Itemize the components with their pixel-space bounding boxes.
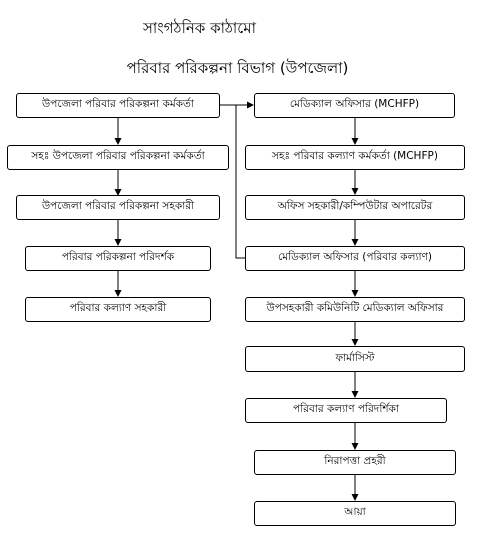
chart-title: সাংগঠনিক কাঠামো (143, 19, 256, 37)
box-medical-officer-mchfp: মেডিক্যাল অফিসার (MCHFP) (254, 93, 455, 118)
chart-subtitle: পরিবার পরিকল্পনা বিভাগ (উপজেলা) (126, 59, 349, 77)
box-asst-fw-officer-mchfp: সহঃ পরিবার কল্যাণ কর্মকর্তা (MCHFP) (245, 145, 465, 170)
box-medical-officer-fw: মেডিক্যাল অফিসার (পরিবার কল্যাণ) (245, 246, 465, 271)
box-fp-inspector: পরিবার পরিকল্পনা পরিদর্শক (25, 246, 211, 271)
box-office-assistant-computer-operator: অফিস সহকারী/কম্পিউটার অপারেটর (245, 195, 465, 220)
box-pharmacist: ফার্মাসিস্ট (245, 346, 465, 372)
box-upazila-fp-assistant: উপজেলা পরিবার পরিকল্পনা সহকারী (16, 195, 220, 220)
box-fw-assistant: পরিবার কল্যাণ সহকারী (25, 297, 211, 322)
box-asst-upazila-fp-officer: সহঃ উপজেলা পরিবার পরিকল্পনা কর্মকর্তা (7, 145, 229, 170)
box-fw-visitor: পরিবার কল্যাণ পরিদর্শিকা (245, 398, 447, 423)
box-sacmo: উপসহকারী কমিউনিটি মেডিক্যাল অফিসার (245, 297, 465, 322)
arrow-to-medical-officer-fw (235, 105, 254, 262)
box-security-guard: নিরাপত্তা প্রহরী (254, 450, 456, 475)
box-upazila-fp-officer: উপজেলা পরিবার পরিকল্পনা কর্মকর্তা (16, 93, 220, 118)
box-aya: আয়া (254, 501, 456, 526)
